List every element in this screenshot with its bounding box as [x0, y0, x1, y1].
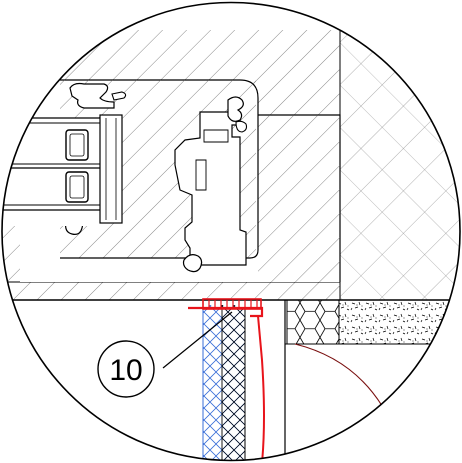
callout-circle [97, 340, 155, 398]
masonry-wall [339, 2, 460, 300]
insulation-strip [202, 305, 246, 461]
red-membrane [188, 298, 265, 461]
callout-label: 10 [109, 354, 142, 387]
callout-10: 10 [97, 340, 155, 398]
glazing-unit [2, 114, 123, 226]
wall-below [284, 299, 460, 461]
callout-leader [162, 311, 233, 369]
